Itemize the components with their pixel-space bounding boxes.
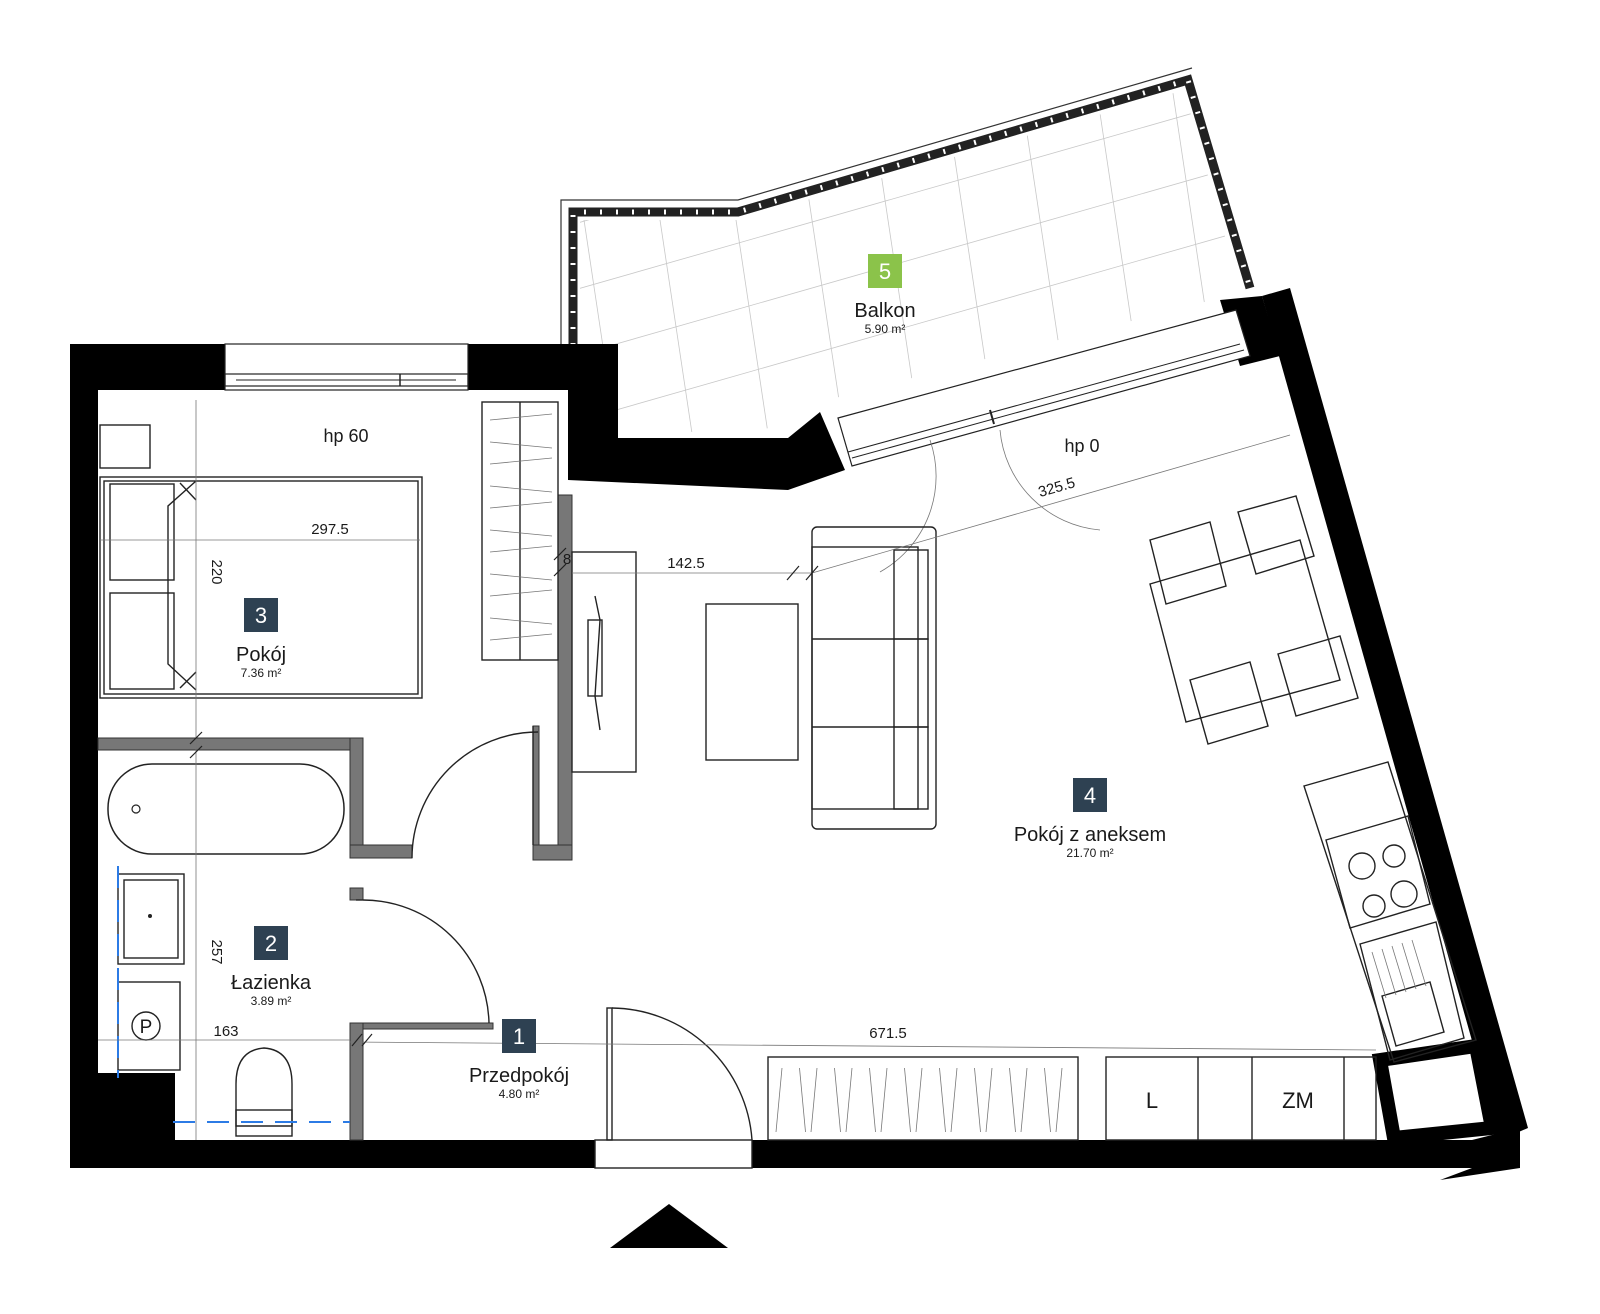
dim-bedroom-width: 297.5 bbox=[311, 521, 349, 538]
sill-height-bedroom: hp 60 bbox=[323, 426, 368, 446]
room-number: 5 bbox=[879, 259, 891, 284]
kitchen-sink-icon bbox=[1359, 921, 1465, 1061]
dim-bedroom-depth: 220 bbox=[208, 559, 225, 584]
room-number-badge bbox=[502, 1019, 536, 1053]
dining-chair bbox=[1237, 495, 1315, 575]
hall-wardrobe-hangers bbox=[775, 1067, 1063, 1133]
room-name: Łazienka bbox=[231, 972, 312, 994]
room-name: Pokój z aneksem bbox=[1014, 824, 1166, 846]
room-number: 2 bbox=[265, 931, 277, 956]
bedroom-furniture bbox=[99, 401, 637, 773]
sill-height-living: hp 0 bbox=[1064, 436, 1099, 456]
room-number: 1 bbox=[513, 1024, 525, 1049]
room-number: 4 bbox=[1084, 783, 1096, 808]
room-name: Pokój bbox=[236, 644, 286, 666]
entrance-arrow-icon bbox=[610, 1204, 728, 1248]
room-area: 4.80 m² bbox=[499, 1087, 540, 1101]
room-area: 21.70 m² bbox=[1066, 846, 1113, 860]
dining-chair bbox=[1149, 521, 1227, 605]
bathroom-fixtures: P bbox=[107, 763, 350, 1137]
living-window bbox=[837, 309, 1251, 467]
interior-walls bbox=[97, 494, 573, 1141]
dim-living-length: 671.5 bbox=[869, 1025, 907, 1042]
dining-chair bbox=[1189, 661, 1269, 745]
room-number-badge bbox=[254, 926, 288, 960]
sink-icon bbox=[117, 873, 185, 965]
pipe-label: P bbox=[140, 1017, 153, 1038]
bathtub-icon bbox=[107, 763, 345, 855]
dining-chair bbox=[1277, 635, 1359, 717]
wardrobe-hangers bbox=[489, 413, 553, 641]
room-area: 3.89 m² bbox=[251, 994, 292, 1008]
dim-living-diag: 325.5 bbox=[1036, 474, 1077, 501]
room-number: 3 bbox=[255, 603, 267, 628]
cabinet-label-zm: ZM bbox=[1282, 1088, 1314, 1113]
sink-drainer bbox=[1371, 939, 1427, 999]
room-name: Przedpokój bbox=[469, 1065, 569, 1087]
stove-icon bbox=[1325, 815, 1431, 929]
room-number-badge bbox=[868, 254, 902, 288]
room-area: 5.90 m² bbox=[865, 322, 906, 336]
cabinet-label-l: L bbox=[1146, 1088, 1158, 1113]
living-furniture: L ZM bbox=[705, 495, 1477, 1141]
room-name: Balkon bbox=[854, 300, 915, 322]
dim-bathroom-depth: 257 bbox=[208, 939, 225, 964]
room-area: 7.36 m² bbox=[241, 666, 282, 680]
room-number-badge bbox=[244, 598, 278, 632]
dim-living-mid: 142.5 bbox=[667, 555, 705, 572]
dimension-lines: 297.5 220 257 163 8 142.5 325.5 671.5 hp… bbox=[98, 400, 1377, 1140]
doors bbox=[356, 429, 1101, 1169]
exterior-walls bbox=[70, 288, 1528, 1180]
dim-closet-gap: 8 bbox=[563, 551, 571, 568]
balcony-railing bbox=[560, 67, 1255, 345]
bedroom-window bbox=[224, 343, 469, 391]
room-number-badge bbox=[1073, 778, 1107, 812]
balcony bbox=[560, 67, 1255, 432]
pipe-shaft: P bbox=[117, 981, 181, 1071]
dim-bathroom-width: 163 bbox=[213, 1023, 238, 1040]
